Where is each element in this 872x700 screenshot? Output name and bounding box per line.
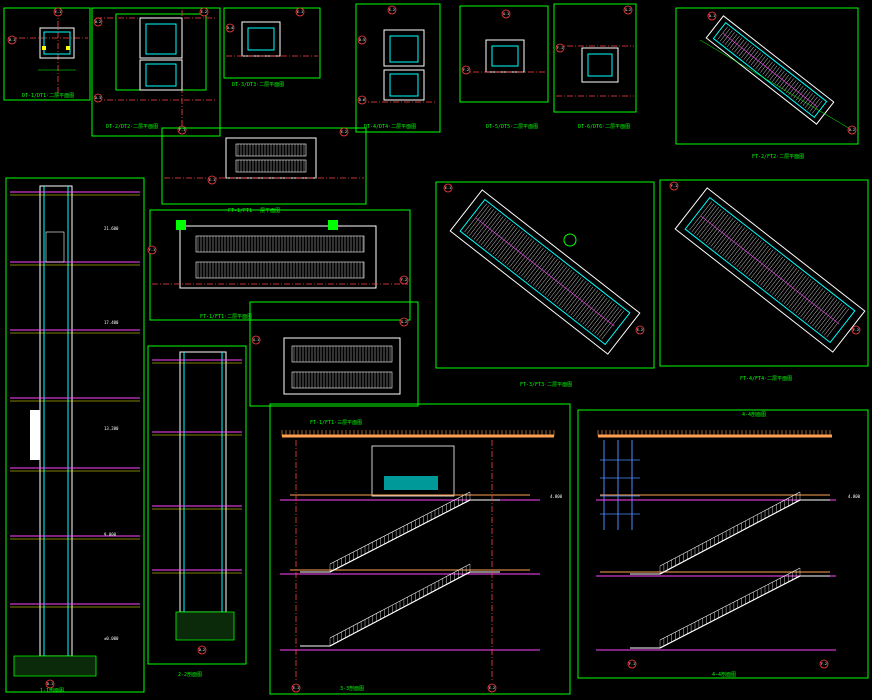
svg-text:G-1: G-1 [503,12,509,16]
level-tag-4: 9.000 [104,532,117,537]
diag-plan-1-label: FT-2/FT2·二层平面图 [752,154,804,160]
elevator-plan-1: D-1 E-1 DT-1/DT1·二层平面图 [3,7,91,101]
section-3: E-1 E-2 3-3剖面图 [269,403,571,695]
svg-text:F-1: F-1 [179,128,185,132]
elevator-plan-5-label: DT-5/DT5·二层平面图 [486,124,538,130]
svg-text:F-2: F-2 [821,662,827,666]
elevator-plan-1-label: DT-1/DT1·二层平面图 [22,93,74,99]
diag-plan-1: D-1 D-2 FT-2/FT2·二层平面图 [675,7,859,160]
tread-centerline [475,217,615,327]
escalator-plan-a: E-1 E-2 FT-1/FT1·一层平面图 [161,127,367,214]
svg-text:E-2: E-2 [341,130,347,134]
elevator-plan-6: F-1 G-2 DT-6/DT6·二层平面图 [553,3,637,130]
elevator-plan-2: D-2 D-3 E-2 F-1 DT-2/DT2·二层平面图 [91,7,221,137]
svg-text:F-2: F-2 [463,68,469,72]
section-4: F-1 F-2 4-4剖面图 4-4剖面图 [577,409,869,679]
svg-text:G-2: G-2 [401,320,407,324]
svg-text:D-1: D-1 [9,38,15,42]
svg-text:E-1: E-1 [293,686,299,690]
svg-text:F-2: F-2 [401,278,407,282]
svg-text:D-2: D-2 [95,20,101,24]
elevator-plan-3: D-4 E-1 DT-3/DT3·二层平面图 [223,7,321,88]
svg-text:F-1: F-1 [149,248,155,252]
section-3-label: 3-3剖面图 [340,685,364,692]
svg-text:D-2: D-2 [849,128,855,132]
svg-text:E-2: E-2 [489,686,495,690]
section-2-label: 2-2剖面图 [178,671,202,678]
svg-text:E-2: E-2 [389,8,395,12]
svg-text:D-1: D-1 [47,682,53,686]
escalator-band [195,235,365,253]
svg-text:D-2: D-2 [199,648,205,652]
section-4-label: 4-4剖面图 [712,671,736,678]
tread-centerline [700,215,840,325]
svg-text:D-3: D-3 [95,96,101,100]
section-1: D-1 1-1剖面图 [5,177,145,694]
svg-text:F-1: F-1 [557,46,563,50]
svg-text:D-4: D-4 [227,26,233,30]
svg-text:D-1: D-1 [709,14,715,18]
level-tag-2: 17.400 [104,320,119,325]
svg-text:F-2: F-2 [853,328,859,332]
svg-text:E-2: E-2 [201,10,207,14]
section-1-label: 1-1剖面图 [40,687,64,694]
elevator-plan-6-label: DT-6/DT6·二层平面图 [578,124,630,130]
level-tag-1: 21.600 [104,226,119,231]
level-tag-6: 4.800 [550,494,563,499]
level-tag-5: ±0.000 [104,636,119,641]
svg-text:F-1: F-1 [671,184,677,188]
escalator-plan-a-label: FT-1/FT1·一层平面图 [228,208,280,214]
svg-text:E-1: E-1 [55,10,61,14]
level-tag-7: 4.800 [848,494,861,499]
svg-text:G-1: G-1 [253,338,259,342]
elevator-plan-4: D-5 D-6 E-2 [355,3,441,133]
svg-text:E-1: E-1 [297,10,303,14]
elevator-plan-3-label: DT-3/DT3·二层平面图 [232,82,284,88]
section-2: D-2 2-2剖面图 [147,345,247,678]
diag-plan-3-label: FT-4/FT4·二层平面图 [740,376,792,382]
svg-text:E-1: E-1 [209,178,215,182]
svg-text:D-5: D-5 [359,38,365,42]
diag-plan-2-label: FT-3/FT3·二层平面图 [520,382,572,388]
section-4-title: 4-4剖面图 [742,411,766,418]
svg-text:E-1: E-1 [445,186,451,190]
tread-line [689,201,712,231]
svg-text:D-6: D-6 [359,98,365,102]
svg-text:E-2: E-2 [637,328,643,332]
level-tag-3: 13.200 [104,426,119,431]
svg-text:G-2: G-2 [625,8,631,12]
escalator-plan-e: G-1 G-2 FT-1/FT1·三层平面图 [249,301,419,426]
elevator-plan-2-label: DT-2/DT2·二层平面图 [106,124,158,130]
escalator-plan-e-label: FT-1/FT1·三层平面图 [310,420,362,426]
elevator-plan-4-caption: DT-4/DT4·二层平面图 [364,124,416,130]
svg-text:F-1: F-1 [629,662,635,666]
escalator-plan-b-label: FT-1/FT1·二层平面图 [200,314,252,320]
diag-plan-2: E-1 E-2 FT-3/FT3·二层平面图 [435,181,655,388]
escalator-band [195,261,365,279]
elevator-plan-5: F-2 G-1 DT-5/DT5·二层平面图 [459,5,549,130]
diag-plan-3: F-1 F-2 FT-4/FT4·二层平面图 [659,179,869,382]
tread-centerline [722,32,818,108]
escalator-plan-b: F-1 F-2 FT-1/FT1·二层平面图 [147,209,411,321]
level-tags: 21.600 17.400 13.200 9.000 ±0.000 4.800 … [104,226,861,641]
